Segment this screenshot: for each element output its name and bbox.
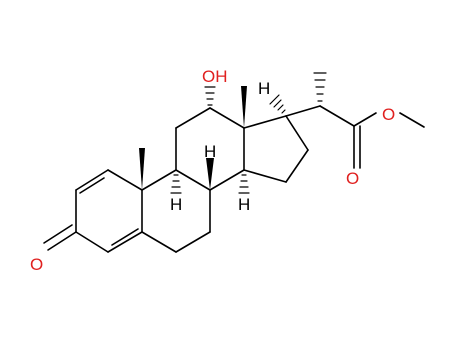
bond-c17-c16: [285, 115, 309, 151]
bond-c20-c21: [319, 105, 355, 127]
bond-c15-c14: [243, 169, 287, 183]
hash-c17-4: [269, 94, 280, 105]
atom-labels: OH O O O H H H H: [30, 67, 395, 274]
hash-c17-2: [277, 104, 284, 111]
ketone-oxygen-label: O: [30, 255, 43, 274]
bond-c4-c5-double: [111, 228, 139, 246]
ester-ether-oxygen-label: O: [382, 105, 395, 124]
bond-c6-c5: [141, 231, 177, 253]
bond-c13-c17: [243, 115, 287, 129]
bond-c1-c2: [75, 169, 109, 191]
bond-c3-c4: [75, 231, 109, 253]
bond-o-methyl: [399, 112, 425, 128]
bond-c9-c8: [175, 169, 211, 191]
bond-c1-c2-double: [79, 177, 105, 194]
wedge-c13-methyl: [241, 86, 247, 128]
bond-c-oether: [353, 112, 377, 127]
bond-c7-c6: [175, 231, 211, 253]
bond-c3-o-double: [43, 224, 73, 244]
hash-bonds: [170, 72, 327, 194]
bond-c3-o: [47, 231, 77, 251]
bond-c16-c15: [285, 149, 309, 183]
ring-a: [43, 169, 143, 253]
h-c17-label: H: [258, 79, 270, 98]
h-c14-label: H: [238, 195, 250, 214]
h-c8-label: H: [204, 142, 216, 161]
hash-c17-1: [281, 109, 286, 114]
wedge-c10-methyl: [139, 148, 145, 190]
ring-b: [141, 169, 211, 253]
wedge-bonds: [139, 86, 247, 190]
ring-d: [243, 115, 309, 183]
bond-c17-c20: [285, 105, 321, 117]
bond-c11-c12: [175, 107, 211, 129]
hash-c17-3: [273, 99, 282, 108]
ring-c: [175, 107, 245, 191]
side-chain: [285, 105, 425, 169]
bond-c14-c8: [209, 169, 245, 191]
wedge-c8-h: [206, 158, 214, 190]
ester-carbonyl-oxygen-label: O: [346, 169, 359, 188]
bond-c10-c1: [107, 169, 143, 191]
hydroxyl-label: OH: [202, 67, 228, 86]
h-c9-label: H: [170, 195, 182, 214]
bond-c10-c9: [141, 169, 177, 191]
bond-c12-c13: [209, 107, 245, 129]
bond-c4-c5: [107, 231, 143, 253]
